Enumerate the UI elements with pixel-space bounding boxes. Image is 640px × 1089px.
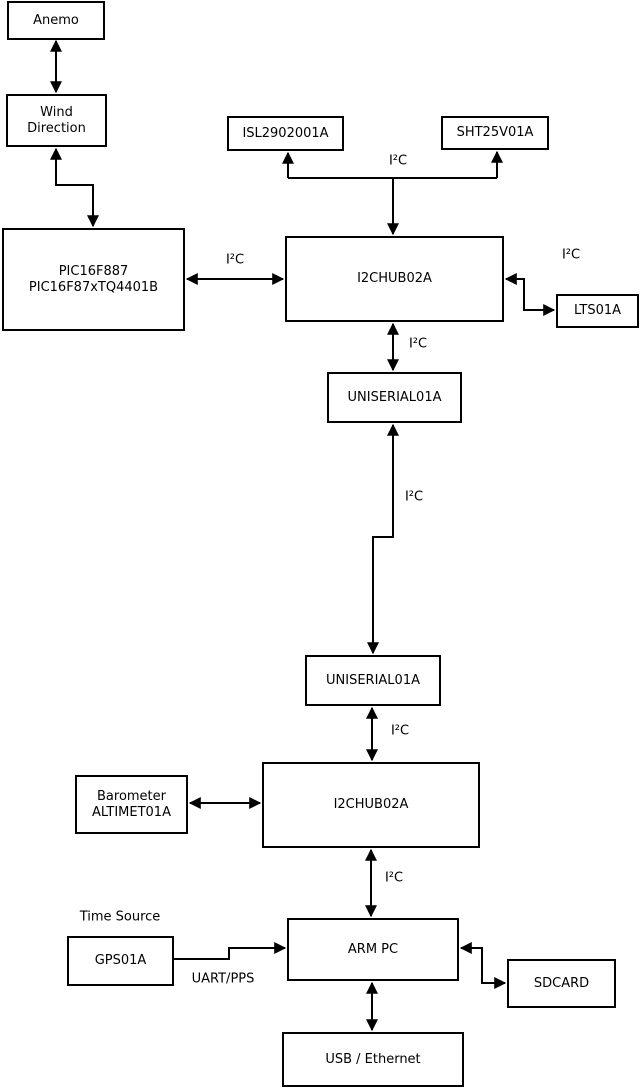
node-arm-pc: ARM PC [287, 918, 459, 981]
node-barometer-label-line1: Barometer [97, 789, 166, 805]
node-lts01a-label: LTS01A [573, 303, 622, 319]
node-uniserial01a-top: UNISERIAL01A [327, 372, 462, 423]
node-anemo: Anemo [7, 1, 105, 40]
edge-uniserial-link [367, 423, 399, 655]
node-pic16f887-label-line1: PIC16F887 [58, 264, 129, 280]
node-isl2902001a-label: ISL2902001A [242, 125, 329, 141]
node-usb-ethernet: USB / Ethernet [282, 1032, 464, 1087]
node-wind-direction-label-line1: Wind [40, 105, 73, 121]
node-pic16f887: PIC16F887 PIC16F87xTQ4401B [2, 228, 185, 331]
node-wind-direction: Wind Direction [6, 94, 107, 147]
node-pic16f887-label-line2: PIC16F87xTQ4401B [28, 279, 159, 295]
edge-armpc-sdcard [459, 942, 507, 989]
edge-label-hub-uniserial-i2c: I²C [408, 336, 428, 352]
node-sdcard: SDCARD [507, 959, 616, 1008]
node-uniserial01a-bottom-label: UNISERIAL01A [326, 672, 420, 688]
node-barometer-label-line2: ALTIMET01A [92, 804, 171, 820]
edge-label-hub2-armpc-i2c: I²C [384, 870, 404, 886]
node-wind-direction-label-line2: Direction [27, 120, 86, 136]
edge-label-pic-hub-i2c: I²C [225, 252, 245, 268]
edge-label-time-source: Time Source [79, 909, 161, 925]
node-i2chub02a-top: I2CHUB02A [285, 236, 504, 322]
edge-gps-armpc [174, 942, 287, 960]
edge-winddirection-pic [50, 147, 99, 228]
node-uniserial01a-bottom: UNISERIAL01A [305, 655, 441, 706]
edge-label-bus-top-i2c: I²C [388, 153, 408, 169]
edge-label-uniserial-link-i2c: I²C [404, 489, 424, 505]
edge-hubtop-lts [504, 273, 556, 316]
node-isl2902001a: ISL2902001A [227, 116, 344, 151]
node-uniserial01a-top-label: UNISERIAL01A [347, 389, 442, 405]
node-usb-ethernet-label: USB / Ethernet [325, 1051, 421, 1067]
node-sdcard-label: SDCARD [533, 975, 590, 991]
node-sht25v01a-label: SHT25V01A [456, 125, 534, 141]
node-gps01a: GPS01A [67, 936, 174, 986]
node-i2chub02a-bottom-label: I2CHUB02A [333, 797, 409, 813]
edge-label-hub-lts-i2c: I²C [561, 247, 581, 263]
node-anemo-label: Anemo [33, 12, 79, 28]
node-i2chub02a-bottom: I2CHUB02A [262, 762, 480, 848]
edge-label-uniserial-hub2-i2c: I²C [390, 723, 410, 739]
node-gps01a-label: GPS01A [94, 953, 147, 969]
node-i2chub02a-top-label: I2CHUB02A [357, 271, 432, 287]
edge-label-uart-pps: UART/PPS [191, 971, 255, 987]
node-barometer-altimet01a: Barometer ALTIMET01A [75, 775, 188, 834]
node-lts01a: LTS01A [556, 294, 639, 328]
node-arm-pc-label: ARM PC [347, 941, 399, 957]
node-sht25v01a: SHT25V01A [441, 116, 549, 150]
